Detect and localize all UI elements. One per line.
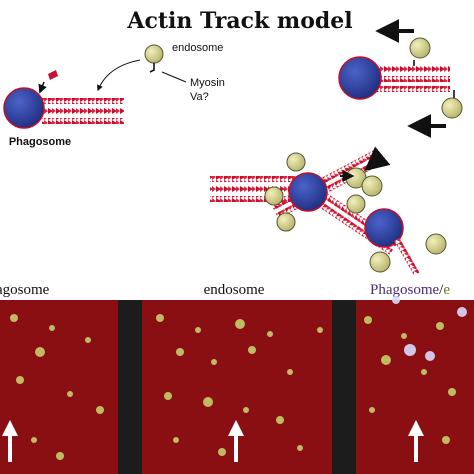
vesicle-dot xyxy=(16,376,24,384)
actin-fragment xyxy=(48,70,58,80)
endosome-sphere xyxy=(361,175,383,197)
phagosome-sphere xyxy=(364,208,404,248)
arrow-icon xyxy=(38,81,47,94)
vesicle-dot xyxy=(448,388,456,396)
vesicle-dot xyxy=(176,348,184,356)
vesicle-dot xyxy=(96,406,104,414)
endosome-sphere xyxy=(346,194,366,214)
vesicle-dots xyxy=(10,296,467,460)
merge-label-phagosome: Phagosome xyxy=(370,282,440,298)
vesicle-dot xyxy=(267,331,273,337)
vesicle-dot xyxy=(248,346,256,354)
myosin-label-line2: Va? xyxy=(190,91,209,103)
merge-label-slash: / xyxy=(439,282,444,298)
vesicle-dot xyxy=(235,319,245,329)
phagosome-top-right xyxy=(338,37,463,119)
endosome-sphere xyxy=(144,44,164,64)
endosome-sphere xyxy=(286,152,306,172)
white-arrow-head-icon xyxy=(2,420,18,436)
micrograph-strip xyxy=(0,296,474,474)
vesicle-dot xyxy=(317,327,323,333)
endosome-sphere xyxy=(264,186,284,206)
phagosome-cluster xyxy=(210,148,447,276)
merge-label-endosome: e xyxy=(443,282,450,298)
phagosome-sphere xyxy=(288,172,328,212)
endosome-sphere xyxy=(369,251,391,273)
actin-filament xyxy=(362,76,450,82)
panel-label-merge: Phagosome/e xyxy=(370,282,450,298)
diagram-title: Actin Track model xyxy=(126,8,352,34)
endosome-myosin xyxy=(144,44,164,73)
vesicle-dot xyxy=(401,333,407,339)
vesicle-dot xyxy=(276,416,284,424)
myosin-label: Myosin xyxy=(190,77,225,89)
phagosome-dot xyxy=(457,307,467,317)
vesicle-dot xyxy=(203,397,213,407)
vesicle-dot xyxy=(369,407,375,413)
endosome-sphere xyxy=(409,37,431,59)
actin-filament xyxy=(210,186,310,192)
actin-filament xyxy=(42,98,124,104)
phagosome-dot xyxy=(392,296,400,304)
vesicle-dot xyxy=(85,337,91,343)
vesicle-dot xyxy=(10,314,18,322)
phagosome-dot xyxy=(425,351,435,361)
vesicle-dot xyxy=(287,369,293,375)
actin-filament xyxy=(362,86,450,92)
vesicle-dot xyxy=(156,314,164,322)
vesicle-dot xyxy=(436,322,444,330)
phagosome-sphere xyxy=(3,87,45,129)
endosome-sphere xyxy=(441,97,463,119)
endosome-label: endosome xyxy=(172,42,223,54)
vesicle-dot xyxy=(195,327,201,333)
vesicle-dot xyxy=(218,448,226,456)
actin-filament xyxy=(362,66,450,72)
vesicle-dot xyxy=(442,436,450,444)
phagosome-sphere xyxy=(338,56,382,100)
vesicle-dot xyxy=(173,437,179,443)
white-arrow-head-icon xyxy=(408,420,424,436)
pointer-line xyxy=(161,71,187,83)
actin-filament xyxy=(394,238,420,276)
phagosome-label: Phagosome xyxy=(9,136,71,148)
actin-filament xyxy=(42,118,124,124)
vesicle-dot xyxy=(211,359,217,365)
actin-filament xyxy=(210,196,310,202)
vesicle-dot xyxy=(243,407,249,413)
vesicle-dot xyxy=(364,316,372,324)
endosome-sphere xyxy=(276,212,296,232)
vesicle-dot xyxy=(381,355,391,365)
vesicle-dot xyxy=(35,347,45,357)
myosin-motor xyxy=(149,63,155,73)
vesicle-dot xyxy=(164,392,172,400)
actin-filament xyxy=(42,108,124,114)
curved-arrow-icon xyxy=(97,59,141,92)
phagosome-left xyxy=(3,70,124,129)
vesicle-dot xyxy=(297,445,303,451)
micrograph-panel-phagosome xyxy=(0,300,118,474)
panel-label-phagosome: agosome xyxy=(0,282,50,298)
actin-filament xyxy=(210,176,310,182)
vesicle-dot xyxy=(421,369,427,375)
panel-label-endosome: endosome xyxy=(204,282,265,298)
endosome-sphere xyxy=(425,233,447,255)
vesicle-dot xyxy=(56,452,64,460)
direction-arrow-icon xyxy=(364,146,391,172)
phagosome-dot xyxy=(404,344,416,356)
white-arrow-head-icon xyxy=(228,420,244,436)
vesicle-dot xyxy=(31,437,37,443)
vesicle-dot xyxy=(49,325,55,331)
vesicle-dot xyxy=(67,391,73,397)
